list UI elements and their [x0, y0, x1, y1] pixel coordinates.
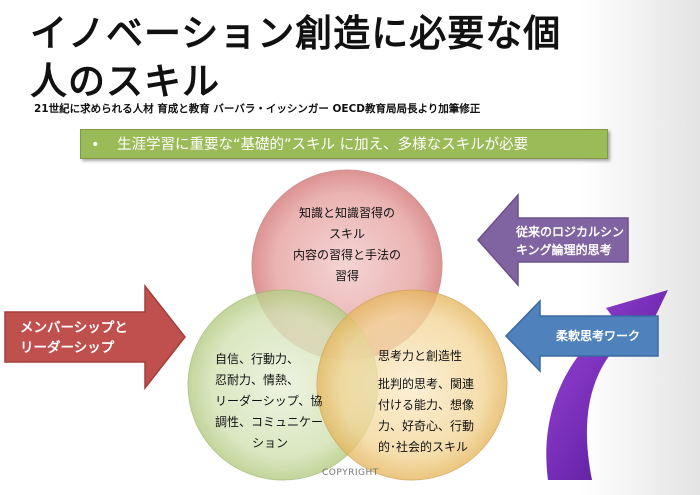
- circle-thinking: [316, 289, 508, 481]
- slide-subtitle: 21世紀に求められる人材 育成と教育 バーバラ・イッシンガー OECD教育局局長…: [34, 103, 481, 115]
- character-line: ション: [251, 436, 288, 450]
- character-line: 自信、行動力、: [215, 352, 300, 366]
- thinking-line: 批判的思考、関連: [378, 377, 475, 391]
- slide-title: イノベーション創造に必要な個 人のスキル: [30, 10, 561, 106]
- arrow-membership-line: リーダーシップ: [20, 340, 115, 356]
- thinking-line: 付ける能力、想像: [378, 398, 475, 412]
- circle-knowledge-text: 知識と知識習得の スキル 内容の習得と手法の 習得: [267, 203, 427, 287]
- knowledge-line: 習得: [334, 269, 359, 283]
- arrow-logical-thinking-label: 従来のロジカルシン キング論理的思考: [516, 223, 624, 259]
- knowledge-line: スキル: [328, 227, 365, 241]
- arrow-logical-line: 従来のロジカルシン: [516, 225, 625, 239]
- thinking-line: 力、好奇心、行動: [378, 419, 475, 433]
- thinking-title: 思考力と創造性: [378, 349, 463, 363]
- arrow-flexible-thinking-label: 柔軟思考ワーク: [556, 329, 641, 343]
- knowledge-line: 知識と知識習得の: [298, 206, 395, 220]
- character-line: 忍耐力、情熱、: [215, 373, 300, 387]
- arrow-flexible-thinking: [504, 299, 659, 373]
- character-line: 調性、コミュニケー: [215, 415, 324, 429]
- circle-character-text: 自信、行動力、 忍耐力、情熱、 リーダーシップ、協 調性、コミュニケー ション: [203, 349, 355, 454]
- circle-thinking-text: 思考力と創造性 批判的思考、関連 付ける能力、想像 力、好奇心、行動 的･社会的…: [378, 346, 500, 458]
- title-line-2: 人のスキル: [30, 60, 220, 103]
- arrow-logical-thinking: [476, 193, 629, 287]
- copyright-text: COPYRIGHT: [322, 468, 379, 478]
- title-line-1: イノベーション創造に必要な個: [30, 12, 562, 55]
- key-message-banner: • 生涯学習に重要な“基礎的”スキル に加え、多様なスキルが必要: [80, 129, 608, 159]
- thinking-line: 的･社会的スキル: [378, 440, 469, 454]
- arrow-membership: [4, 283, 186, 391]
- arrow-membership-label: メンバーシップと リーダーシップ: [20, 318, 128, 358]
- banner-text: 生涯学習に重要な“基礎的”スキル に加え、多様なスキルが必要: [117, 137, 529, 153]
- character-line: リーダーシップ、協: [215, 394, 323, 408]
- knowledge-line: 内容の習得と手法の: [292, 248, 401, 262]
- arrow-membership-line: メンバーシップと: [20, 320, 128, 336]
- banner-bullet: •: [91, 137, 100, 153]
- arrow-logical-line: キング論理的思考: [516, 243, 612, 257]
